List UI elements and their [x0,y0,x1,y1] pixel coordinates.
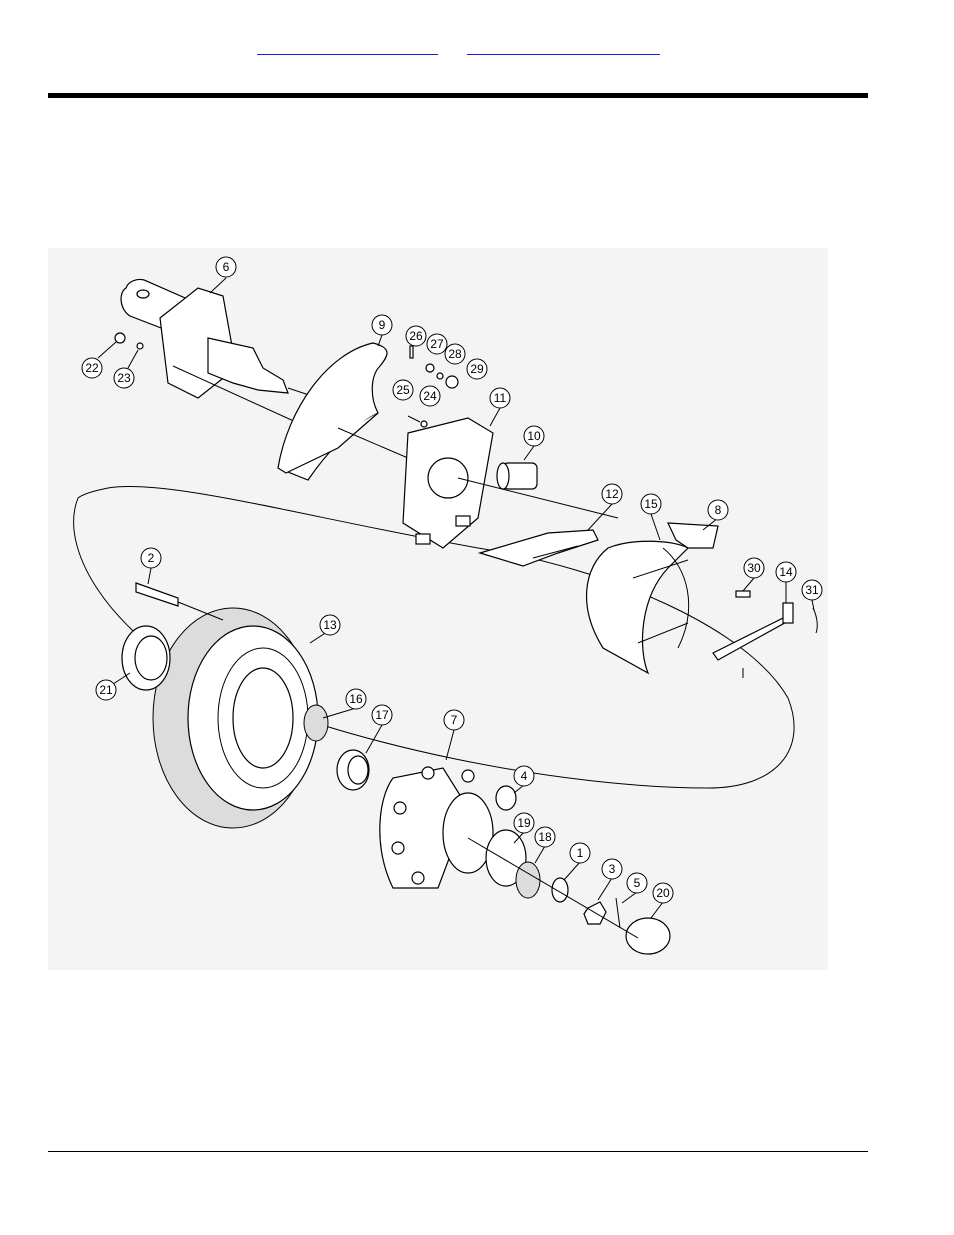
svg-text:3: 3 [609,862,616,876]
svg-text:12: 12 [605,487,619,501]
svg-text:24: 24 [423,389,437,403]
grease-seal-part [121,625,171,691]
callout-11: 11 [489,387,511,427]
inner-bearing-part [303,704,370,791]
brake-drum-part [152,607,319,829]
svg-text:30: 30 [747,561,761,575]
callout-23: 23 [113,349,139,389]
callout-17: 17 [365,704,393,754]
footer-rule [48,1151,868,1152]
adjuster-lever-part [477,529,599,567]
outer-bearing-hardware [467,785,671,955]
svg-text:20: 20 [656,886,670,900]
svg-text:29: 29 [470,362,484,376]
parts-diagram: 6 9 26 27 28 29 25 24 11 10 22 23 12 15 … [48,248,828,970]
callout-21: 21 [95,672,131,701]
callout-29: 29 [466,358,488,380]
callout-7: 7 [443,709,465,761]
svg-text:15: 15 [644,497,658,511]
callout-16: 16 [322,688,367,719]
callout-9: 9 [371,314,393,347]
svg-text:27: 27 [430,337,444,351]
callout-30: 30 [742,557,765,592]
svg-text:16: 16 [349,692,363,706]
svg-text:8: 8 [715,503,722,517]
svg-text:9: 9 [379,318,386,332]
callout-14: 14 [775,561,797,603]
svg-text:14: 14 [779,565,793,579]
svg-text:18: 18 [538,830,552,844]
wheel-stud-part [135,582,224,621]
callout-6: 6 [209,256,237,294]
svg-text:28: 28 [448,347,462,361]
callout-28: 28 [444,343,466,365]
svg-text:2: 2 [148,551,155,565]
svg-text:6: 6 [223,260,230,274]
callout-26: 26 [405,325,427,347]
svg-text:10: 10 [527,429,541,443]
callout-1: 1 [563,842,591,881]
actuator-part [457,462,619,519]
svg-text:26: 26 [409,329,423,343]
callout-10: 10 [523,425,545,461]
callout-2: 2 [140,547,162,585]
adjuster-assembly-part [712,590,818,678]
callout-24: 24 [419,385,441,407]
callout-15: 15 [640,493,662,541]
callout-31: 31 [801,579,823,611]
callout-18: 18 [534,826,556,864]
callout-22: 22 [81,341,117,379]
callout-8: 8 [702,499,729,531]
callout-20: 20 [650,882,674,919]
callout-4: 4 [513,765,535,794]
callout-25: 25 [392,379,414,401]
callout-27: 27 [426,333,448,355]
callout-5: 5 [621,872,648,904]
svg-text:21: 21 [99,683,113,697]
svg-text:22: 22 [85,361,99,375]
svg-text:19: 19 [517,816,531,830]
svg-text:13: 13 [323,618,337,632]
brake-housing-part [402,417,494,549]
callout-13: 13 [309,614,341,644]
svg-text:11: 11 [494,391,507,405]
callout-3: 3 [597,858,623,901]
hub-part [379,766,494,889]
header-link-1[interactable] [257,46,438,55]
svg-text:25: 25 [396,383,410,397]
svg-text:7: 7 [451,713,458,727]
svg-text:4: 4 [521,769,528,783]
brake-shoe-part [585,522,719,675]
svg-text:1: 1 [577,846,584,860]
svg-text:17: 17 [375,708,389,722]
header-rule [48,93,868,98]
callout-12: 12 [587,483,623,531]
callout-19: 19 [513,812,535,844]
small-hardware [114,332,459,428]
header-link-2[interactable] [467,46,660,55]
svg-text:5: 5 [634,876,641,890]
svg-text:23: 23 [117,371,131,385]
svg-text:31: 31 [805,583,819,597]
